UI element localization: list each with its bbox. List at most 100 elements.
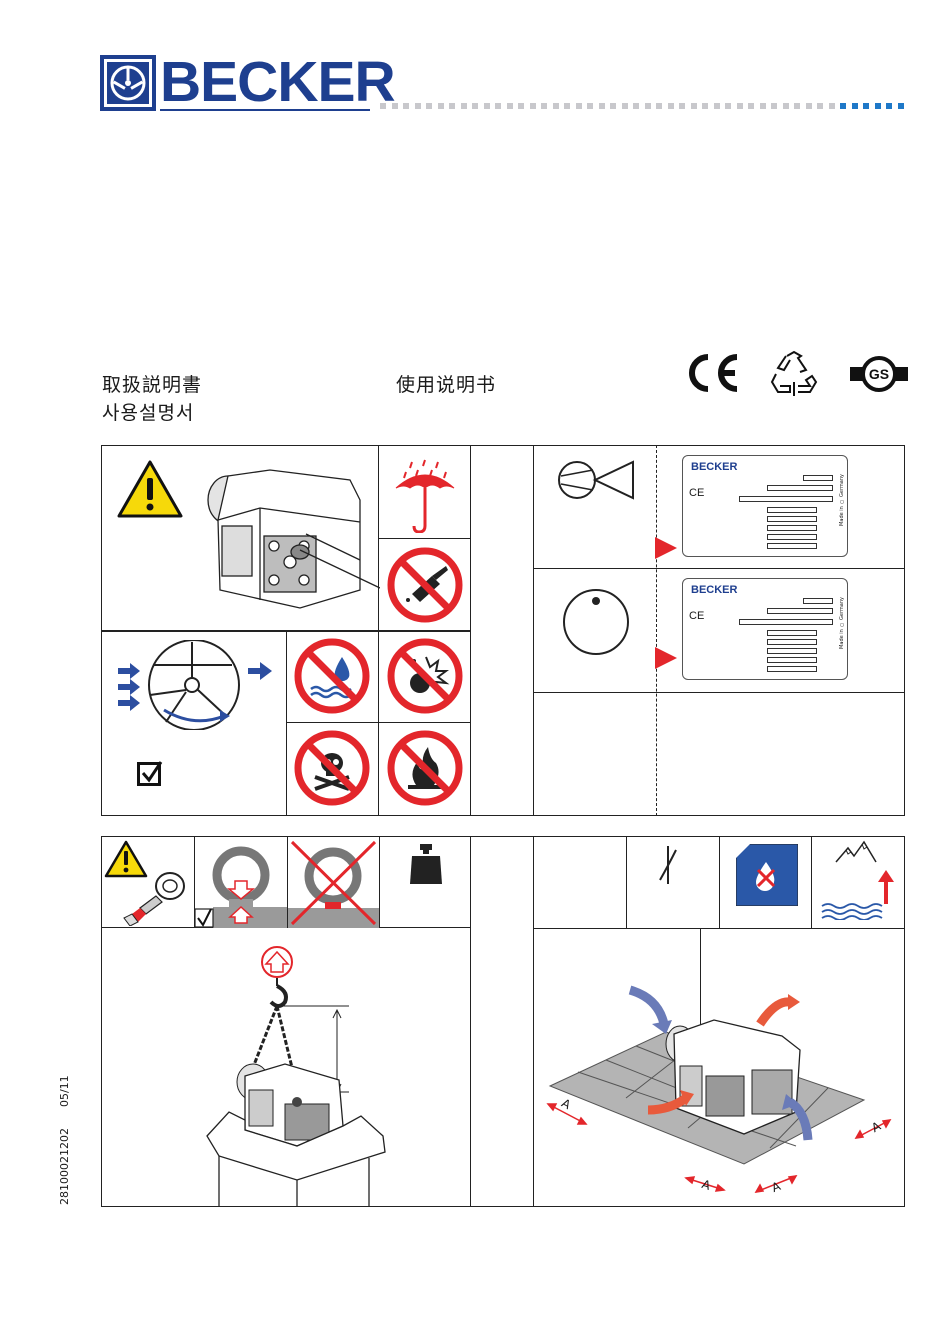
rotary-vane-flow-icon [114,640,279,730]
header-dot [392,103,398,109]
ce-mark-icon [681,349,741,397]
header-dot [668,103,674,109]
header-rule [160,109,370,111]
nameplate-field [767,666,817,672]
flame-prohibited-icon [386,729,464,807]
lower-divider-c [533,836,534,1207]
header-dot [587,103,593,109]
crane-lifting-icon [205,940,405,1206]
lower-div-3 [379,836,380,928]
no-liquids-sign [293,637,371,715]
upper-divider-d [286,631,287,816]
header-dot [426,103,432,109]
nameplate-field [767,639,817,645]
eyebolt-incorrect-icon [288,838,379,928]
header-dot [599,103,605,109]
header-dot [495,103,501,109]
header-dot [852,103,858,109]
header-dot [564,103,570,109]
gs-mark-icon: GS [850,355,908,393]
header-dot [794,103,800,109]
header-dot [622,103,628,109]
header-dot [403,103,409,109]
no-flammable-sign [386,729,464,807]
nameplate-made-in: Made in ○ Germany [839,474,845,526]
oil-can-prohibited-icon [386,546,464,624]
header-dot [576,103,582,109]
header-dot [553,103,559,109]
header-dot [737,103,743,109]
temperature-symbol [656,844,680,886]
header-dot [610,103,616,109]
compressor-symbol-icon [557,458,635,502]
header-dot [875,103,881,109]
nameplate-ce: CE [689,610,704,622]
nameplate-field [767,485,833,491]
header-dot [806,103,812,109]
title-korean: 사용설명서 [102,398,194,425]
altitude-symbol [820,840,900,920]
title-chinese: 使用说明书 [396,370,496,397]
no-toxic-sign [293,729,371,807]
nameplate-field [739,496,833,502]
thermometer-icon [656,844,680,886]
flow-direction-diagram [114,640,279,730]
nameplate-field [767,516,817,522]
eyebolt-warning-icon [104,840,192,926]
nameplate-brand: BECKER [691,461,737,473]
header-dot [484,103,490,109]
explosion-prohibited-icon [386,637,464,715]
header-dot [518,103,524,109]
lower-div-6 [811,836,812,928]
no-lubrication-sign [386,546,464,624]
header-dot [863,103,869,109]
header-dot [656,103,662,109]
upper-hline-sign [378,538,471,539]
lower-hline-right [533,928,905,929]
nameplate-ce: CE [689,487,704,499]
nameplate-vacuum: BECKER CE Made in ○ Germany [682,578,848,680]
header-dot [886,103,892,109]
header-dot [748,103,754,109]
header-dot [702,103,708,109]
installation-clearance-illustration [538,980,900,1200]
header-dot [461,103,467,109]
nameplate-pointer-1 [655,537,677,559]
weight-symbol [408,844,444,884]
ventilation-clearance-icon [538,980,900,1200]
header-dot [760,103,766,109]
altitude-icon [820,840,900,920]
nameplate-field [803,598,833,604]
liquid-prohibited-icon [293,637,371,715]
svg-text:GS: GS [869,366,889,382]
header-dot [829,103,835,109]
becker-logo: BECKER [100,55,370,111]
lower-div-5 [719,836,720,928]
header-dot [679,103,685,109]
pump-illustration [200,460,380,620]
header-dot [783,103,789,109]
compressor-symbol [557,458,635,502]
nameplate-field [767,657,817,663]
nameplate-field [767,525,817,531]
eyebolt-correct-icon [195,845,287,928]
header-dot [898,103,904,109]
header-dot [633,103,639,109]
header-dot [472,103,478,109]
header-dot [415,103,421,109]
header-dot [507,103,513,109]
header-dot [438,103,444,109]
right-hline-2 [533,692,905,693]
header-dot [449,103,455,109]
right-hline-1 [533,568,905,569]
header-dot [714,103,720,109]
nameplate-pointer-2 [655,647,677,669]
eyebolt-incorrect [288,838,379,928]
gs-mark: GS [850,355,908,393]
brand-name: BECKER [160,49,395,115]
recycle-mark [768,350,820,398]
nameplate-field [767,507,817,513]
eyebolt-warning [104,840,192,926]
title-japanese: 取扱説明書 [102,370,202,397]
gauge-icon [562,588,630,656]
